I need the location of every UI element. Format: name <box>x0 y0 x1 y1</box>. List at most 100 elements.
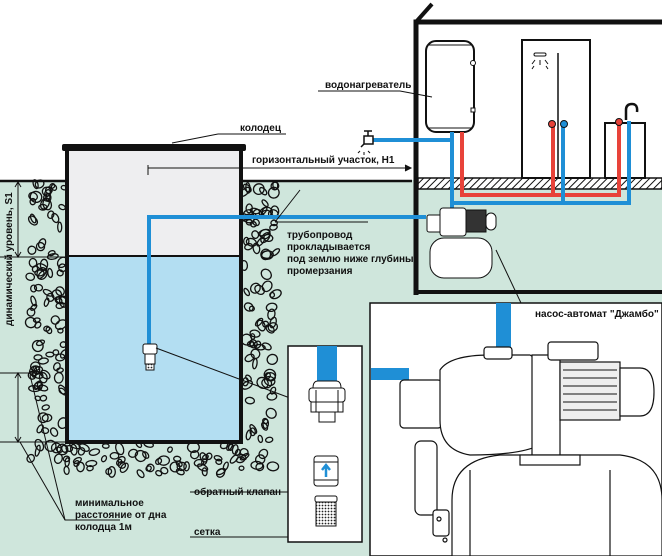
label-pump: насос-автомат "Джамбо" <box>535 308 659 320</box>
label-well: колодец <box>240 123 282 134</box>
gravel-stone <box>256 236 266 247</box>
gravel-stone <box>50 442 62 454</box>
gravel-stone <box>256 319 266 332</box>
gravel-stone <box>248 339 258 349</box>
gravel-stone <box>242 183 252 193</box>
gravel-stone <box>234 448 241 457</box>
gravel-stone <box>61 444 68 453</box>
flow-arrow-icon <box>321 462 331 477</box>
well <box>62 144 246 444</box>
gravel-stone <box>261 378 273 389</box>
gravel-stone <box>45 193 52 203</box>
gravel-stone <box>173 455 182 462</box>
gravel-stone <box>261 342 272 351</box>
shower-cold-tap <box>560 120 568 128</box>
gravel-stone <box>258 448 269 460</box>
gravel-stone <box>249 220 257 228</box>
gravel-stone <box>254 317 264 327</box>
gravel-stone <box>39 197 51 210</box>
gravel-stone <box>33 354 43 361</box>
gravel-stone <box>243 302 254 312</box>
gravel-stone <box>45 351 55 358</box>
gravel-stone <box>175 468 185 476</box>
gravel-stone <box>267 308 276 321</box>
gravel-stone <box>269 386 277 395</box>
shower-cabin <box>521 39 591 179</box>
gravel-stone <box>262 320 270 328</box>
gravel-stone <box>263 368 277 381</box>
gravel-stone <box>47 249 56 257</box>
gravel-stone <box>249 424 258 435</box>
gravel-stone <box>260 268 272 281</box>
gravel-stone <box>260 421 269 431</box>
gravel-stone <box>41 186 52 197</box>
gravel-stone <box>249 282 261 294</box>
gravel-stone <box>64 457 70 468</box>
gravel-stone <box>261 280 273 293</box>
gravel-stone <box>34 269 45 277</box>
gravel-stone <box>30 295 37 307</box>
gravel-stone <box>37 357 49 365</box>
label-water-heater: водонагреватель <box>325 80 411 91</box>
gravel-stone <box>231 444 239 455</box>
gravel-stone <box>265 324 275 334</box>
gravel-stone <box>39 258 49 271</box>
gravel-stone <box>29 213 37 224</box>
gravel-stone <box>62 455 71 463</box>
gravel-stone <box>250 460 264 470</box>
sink-hot-tap <box>615 118 623 126</box>
faucet-icon <box>357 130 374 155</box>
gravel-stone <box>205 452 213 461</box>
gravel-stone <box>49 183 56 189</box>
gravel-stone <box>36 267 48 280</box>
gravel-stone <box>264 372 271 380</box>
gravel-stone <box>35 241 46 252</box>
gravel-stone <box>269 289 282 300</box>
gravel-stone <box>244 396 256 405</box>
gravel-stone <box>270 248 281 257</box>
gravel-stone <box>270 219 278 227</box>
gravel-stone <box>35 339 46 347</box>
gravel-stone <box>117 455 126 464</box>
label-pipeline-4: промерзания <box>287 266 353 277</box>
gravel-stone <box>244 242 254 251</box>
label-min-distance-1: минимальное <box>75 498 144 509</box>
gravel-stone <box>41 404 50 411</box>
gravel-stone <box>39 394 48 402</box>
gravel-stone <box>167 446 173 453</box>
gravel-stone <box>269 223 278 231</box>
gravel-stone <box>56 269 64 277</box>
gravel-stone <box>53 453 63 464</box>
gravel-stone <box>43 297 50 307</box>
gravel-stone <box>49 427 59 437</box>
gravel-stone <box>257 228 271 237</box>
gravel-stone <box>52 362 61 372</box>
gravel-stone <box>252 357 258 370</box>
gravel-stone <box>155 457 163 465</box>
gravel-stone <box>267 322 279 332</box>
pump-detail-inset <box>369 302 662 556</box>
gravel-stone <box>78 443 90 452</box>
shower-hot-tap <box>548 120 556 128</box>
gravel-stone <box>31 265 39 273</box>
gravel-stone <box>262 418 270 430</box>
gravel-stone <box>119 462 129 474</box>
gravel-stone <box>260 231 271 244</box>
gravel-stone <box>100 455 108 463</box>
foot-valve-in-well <box>142 343 158 371</box>
gravel-stone <box>244 353 255 363</box>
label-horizontal-section: горизонтальный участок, Н1 <box>252 155 395 166</box>
gravel-stone <box>34 179 45 189</box>
gravel-stone <box>245 203 253 214</box>
label-pipeline-1: трубопровод <box>287 229 353 241</box>
gravel-stone <box>55 353 66 362</box>
gravel-stone <box>73 460 80 467</box>
gravel-stone <box>261 199 269 208</box>
gravel-stone <box>37 238 47 249</box>
gravel-stone <box>69 443 78 456</box>
gravel-stone <box>222 461 229 471</box>
sink <box>604 102 646 179</box>
cold-water-pipes <box>147 121 631 348</box>
label-strainer: сетка <box>194 527 221 538</box>
gravel-stone <box>57 327 64 334</box>
